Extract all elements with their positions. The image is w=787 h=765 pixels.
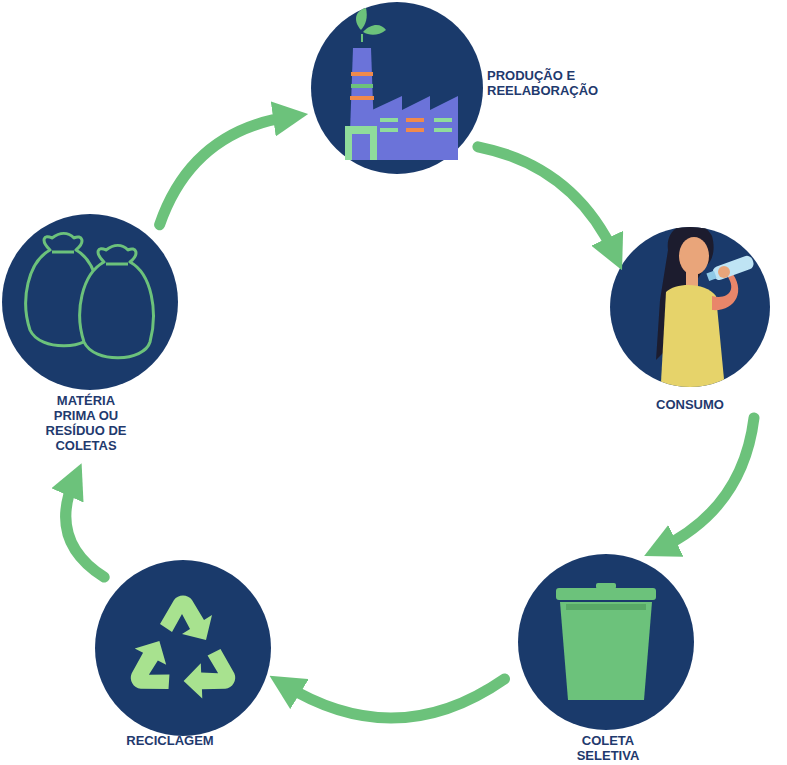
- recycling-node: RECICLAGEM: [95, 560, 271, 736]
- cycle-arrow: [160, 117, 291, 225]
- stage-label: RECICLAGEM: [120, 733, 220, 748]
- cycle-arrow: [285, 679, 505, 718]
- consumer-icon: [610, 223, 770, 400]
- bags-icon: [2, 214, 178, 390]
- cycle-arrow: [66, 479, 104, 577]
- factory-icon: [311, 2, 483, 174]
- raw-material-node: MATÉRIA PRIMA OU RESÍDUO DE COLETAS: [2, 214, 178, 390]
- bin-icon: [518, 554, 694, 730]
- stage-label: COLETA SELETIVA: [568, 733, 648, 763]
- stage-label: PRODUÇÃO E REELABORAÇÃO: [487, 68, 619, 98]
- stage-label: MATÉRIA PRIMA OU RESÍDUO DE COLETAS: [38, 393, 134, 453]
- collection-node: COLETA SELETIVA: [518, 554, 694, 730]
- consumption-node: CONSUMO: [610, 227, 770, 387]
- cycle-arrow: [660, 418, 754, 549]
- production-node: PRODUÇÃO E REELABORAÇÃO: [311, 2, 483, 174]
- recycle-icon: [95, 560, 271, 736]
- cycle-arrow: [478, 147, 615, 254]
- stage-label: CONSUMO: [650, 397, 730, 412]
